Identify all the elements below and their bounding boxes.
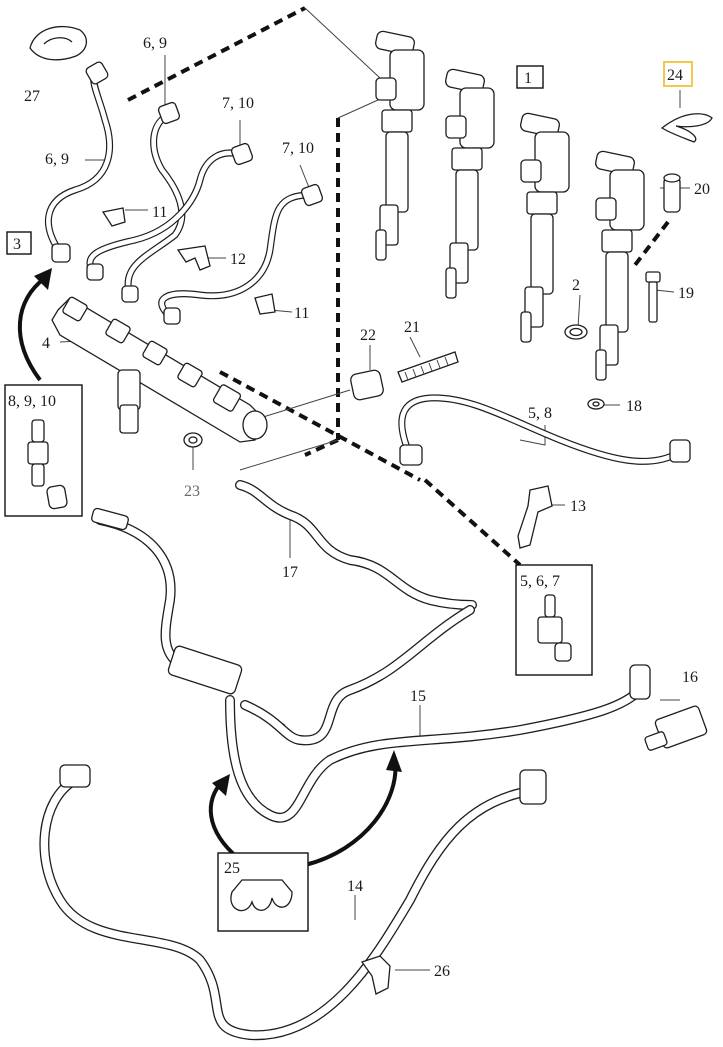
fuel-hoses <box>39 507 651 1041</box>
fuel-rail-4 <box>51 296 268 443</box>
injector-1 <box>375 30 425 261</box>
callout-24: 24 <box>667 67 683 84</box>
detail-box-8-9-10 <box>4 384 83 517</box>
clip-12 <box>176 245 211 271</box>
return-hose-17 <box>235 480 477 610</box>
callout-14: 14 <box>347 878 363 895</box>
highlight-box-24 <box>663 61 693 87</box>
callout-11-b: 11 <box>294 305 309 322</box>
callout-23: 23 <box>184 483 200 500</box>
callout-1: 1 <box>524 70 532 87</box>
callout-22: 22 <box>360 327 376 344</box>
callout-25: 25 <box>224 860 240 877</box>
injector-2 <box>445 68 495 299</box>
tag-box-1 <box>516 65 544 89</box>
detail-box-5-6-7 <box>515 564 593 676</box>
injector-4 <box>595 150 645 381</box>
callout-15: 15 <box>410 688 426 705</box>
callout-20: 20 <box>694 181 710 198</box>
injector-pipes <box>44 61 324 325</box>
callout-8-9-10: 8, 9, 10 <box>8 393 56 410</box>
arrows <box>18 268 402 867</box>
bracket-26 <box>360 955 391 995</box>
detail-box-25 <box>217 852 309 932</box>
sensor-16 <box>644 705 708 751</box>
dashed-reference-lines <box>127 6 670 567</box>
callout-4: 4 <box>42 335 50 352</box>
callout-5-8: 5, 8 <box>528 405 552 422</box>
callout-18: 18 <box>626 398 642 415</box>
sleeve-20 <box>663 173 681 213</box>
pressure-sensor <box>117 369 141 411</box>
callout-13: 13 <box>570 498 586 515</box>
bracket-13 <box>517 485 553 549</box>
spring-21 <box>397 351 459 383</box>
callout-5-6-7: 5, 6, 7 <box>520 573 560 590</box>
callout-27: 27 <box>24 88 40 105</box>
tag-box-3 <box>6 231 32 255</box>
clip-11-b <box>254 293 276 315</box>
callout-7-10-a: 7, 10 <box>222 95 254 112</box>
callout-7-10-b: 7, 10 <box>282 140 314 157</box>
callout-labels: 27 6, 9 6, 9 7, 10 7, 10 11 12 11 4 22 2… <box>8 35 710 980</box>
callout-6-9-left: 6, 9 <box>45 151 69 168</box>
clip-11-a <box>101 207 126 227</box>
callout-2: 2 <box>572 277 580 294</box>
callout-11-a: 11 <box>152 204 167 221</box>
callout-3: 3 <box>13 236 21 253</box>
injector-set <box>375 30 645 381</box>
callout-26: 26 <box>434 963 450 980</box>
callout-21: 21 <box>404 319 420 336</box>
callout-6-9-top: 6, 9 <box>143 35 167 52</box>
callout-12: 12 <box>230 251 246 268</box>
callout-19: 19 <box>678 285 694 302</box>
injector-3 <box>520 112 570 343</box>
callout-16: 16 <box>682 669 698 686</box>
bolt-19 <box>645 271 661 323</box>
pipe-5-8 <box>398 394 691 466</box>
sleeve-22 <box>350 369 384 401</box>
clip-24 <box>660 113 713 143</box>
callout-17: 17 <box>282 564 298 581</box>
cover-27 <box>29 26 87 61</box>
injector-small-parts <box>564 113 713 410</box>
